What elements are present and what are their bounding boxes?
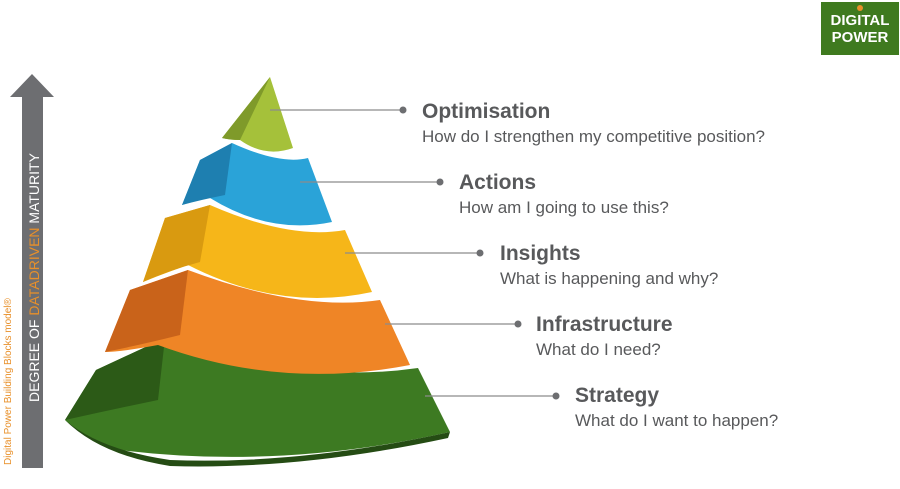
layer-optimisation (222, 77, 293, 152)
level-title: Strategy (575, 384, 660, 407)
level-title: Optimisation (422, 100, 551, 123)
level-question: What do I need? (536, 340, 661, 359)
digital-power-logo: DIGITAL POWER (821, 2, 899, 55)
axis-highlight: DATADRIVEN (26, 227, 42, 316)
level-question: How do I strengthen my competitive posit… (422, 127, 766, 146)
level-actions: Actions How am I going to use this? (459, 170, 669, 220)
logo-line2: POWER (831, 29, 889, 46)
model-caption: Digital Power Building Blocks model® (3, 298, 14, 465)
level-question: What do I want to happen? (575, 411, 779, 430)
level-question: How am I going to use this? (459, 198, 669, 217)
level-optimisation: Optimisation How do I strengthen my comp… (422, 99, 765, 149)
connector-dot (476, 249, 484, 257)
maturity-axis-label: DEGREE OF DATADRIVEN MATURITY (26, 153, 42, 402)
level-title: Infrastructure (536, 313, 673, 336)
connector-dot (399, 106, 407, 114)
connector-dot (552, 392, 560, 400)
logo-line1: DIGITAL (830, 12, 890, 29)
connector-dot (514, 320, 522, 328)
connector-dot (436, 178, 444, 186)
axis-suffix: MATURITY (26, 153, 42, 228)
level-title: Insights (500, 242, 581, 265)
maturity-arrow (10, 74, 54, 468)
level-title: Actions (459, 171, 537, 194)
level-insights: Insights What is happening and why? (500, 241, 718, 291)
axis-prefix: DEGREE OF (26, 315, 42, 402)
level-strategy: Strategy What do I want to happen? (575, 383, 778, 433)
level-question: What is happening and why? (500, 269, 719, 288)
level-infrastructure: Infrastructure What do I need? (536, 312, 673, 362)
